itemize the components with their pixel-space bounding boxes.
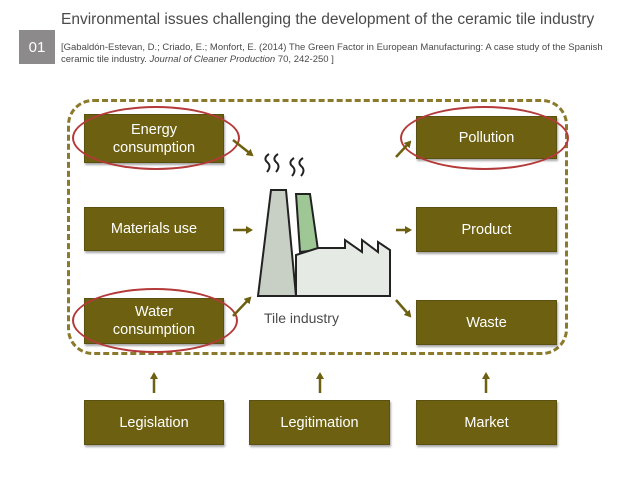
market-box: Market xyxy=(416,400,557,445)
market-label: Market xyxy=(464,414,509,431)
legislation-label: Legislation xyxy=(119,414,189,431)
legitimation-label: Legitimation xyxy=(280,414,359,431)
factory-icon xyxy=(256,153,391,297)
citation: [Gabaldón-Estevan, D.; Criado, E.; Monfo… xyxy=(61,42,631,66)
slide-number-badge: 01 xyxy=(19,30,55,64)
citation-prefix: [Gabaldón-Estevan, D.; Criado, E.; Monfo… xyxy=(61,42,603,65)
legitimation-box: Legitimation xyxy=(249,400,390,445)
industry-boundary-frame xyxy=(67,99,568,355)
arrow-industry-to-pollution xyxy=(395,140,412,158)
pollution-highlight-ellipse xyxy=(400,106,569,170)
materials-use-box: Materials use xyxy=(84,207,224,251)
energy-highlight-ellipse xyxy=(72,106,240,170)
slide-title: Environmental issues challenging the dev… xyxy=(61,11,595,28)
arrow-water-to-industry xyxy=(232,296,252,317)
product-box: Product xyxy=(416,207,557,252)
citation-journal: Journal of Cleaner Production xyxy=(149,54,276,65)
tile-industry-label: Tile industry xyxy=(264,310,339,326)
waste-box: Waste xyxy=(416,300,557,345)
product-label: Product xyxy=(461,221,512,238)
arrow-energy-to-industry xyxy=(232,139,254,157)
waste-label: Waste xyxy=(466,314,507,331)
water-highlight-ellipse xyxy=(72,288,238,353)
citation-suffix: 70, 242-250 ] xyxy=(275,54,334,65)
arrow-industry-to-waste xyxy=(395,299,412,318)
materials-use-label: Materials use xyxy=(110,221,198,237)
legislation-box: Legislation xyxy=(84,400,224,445)
